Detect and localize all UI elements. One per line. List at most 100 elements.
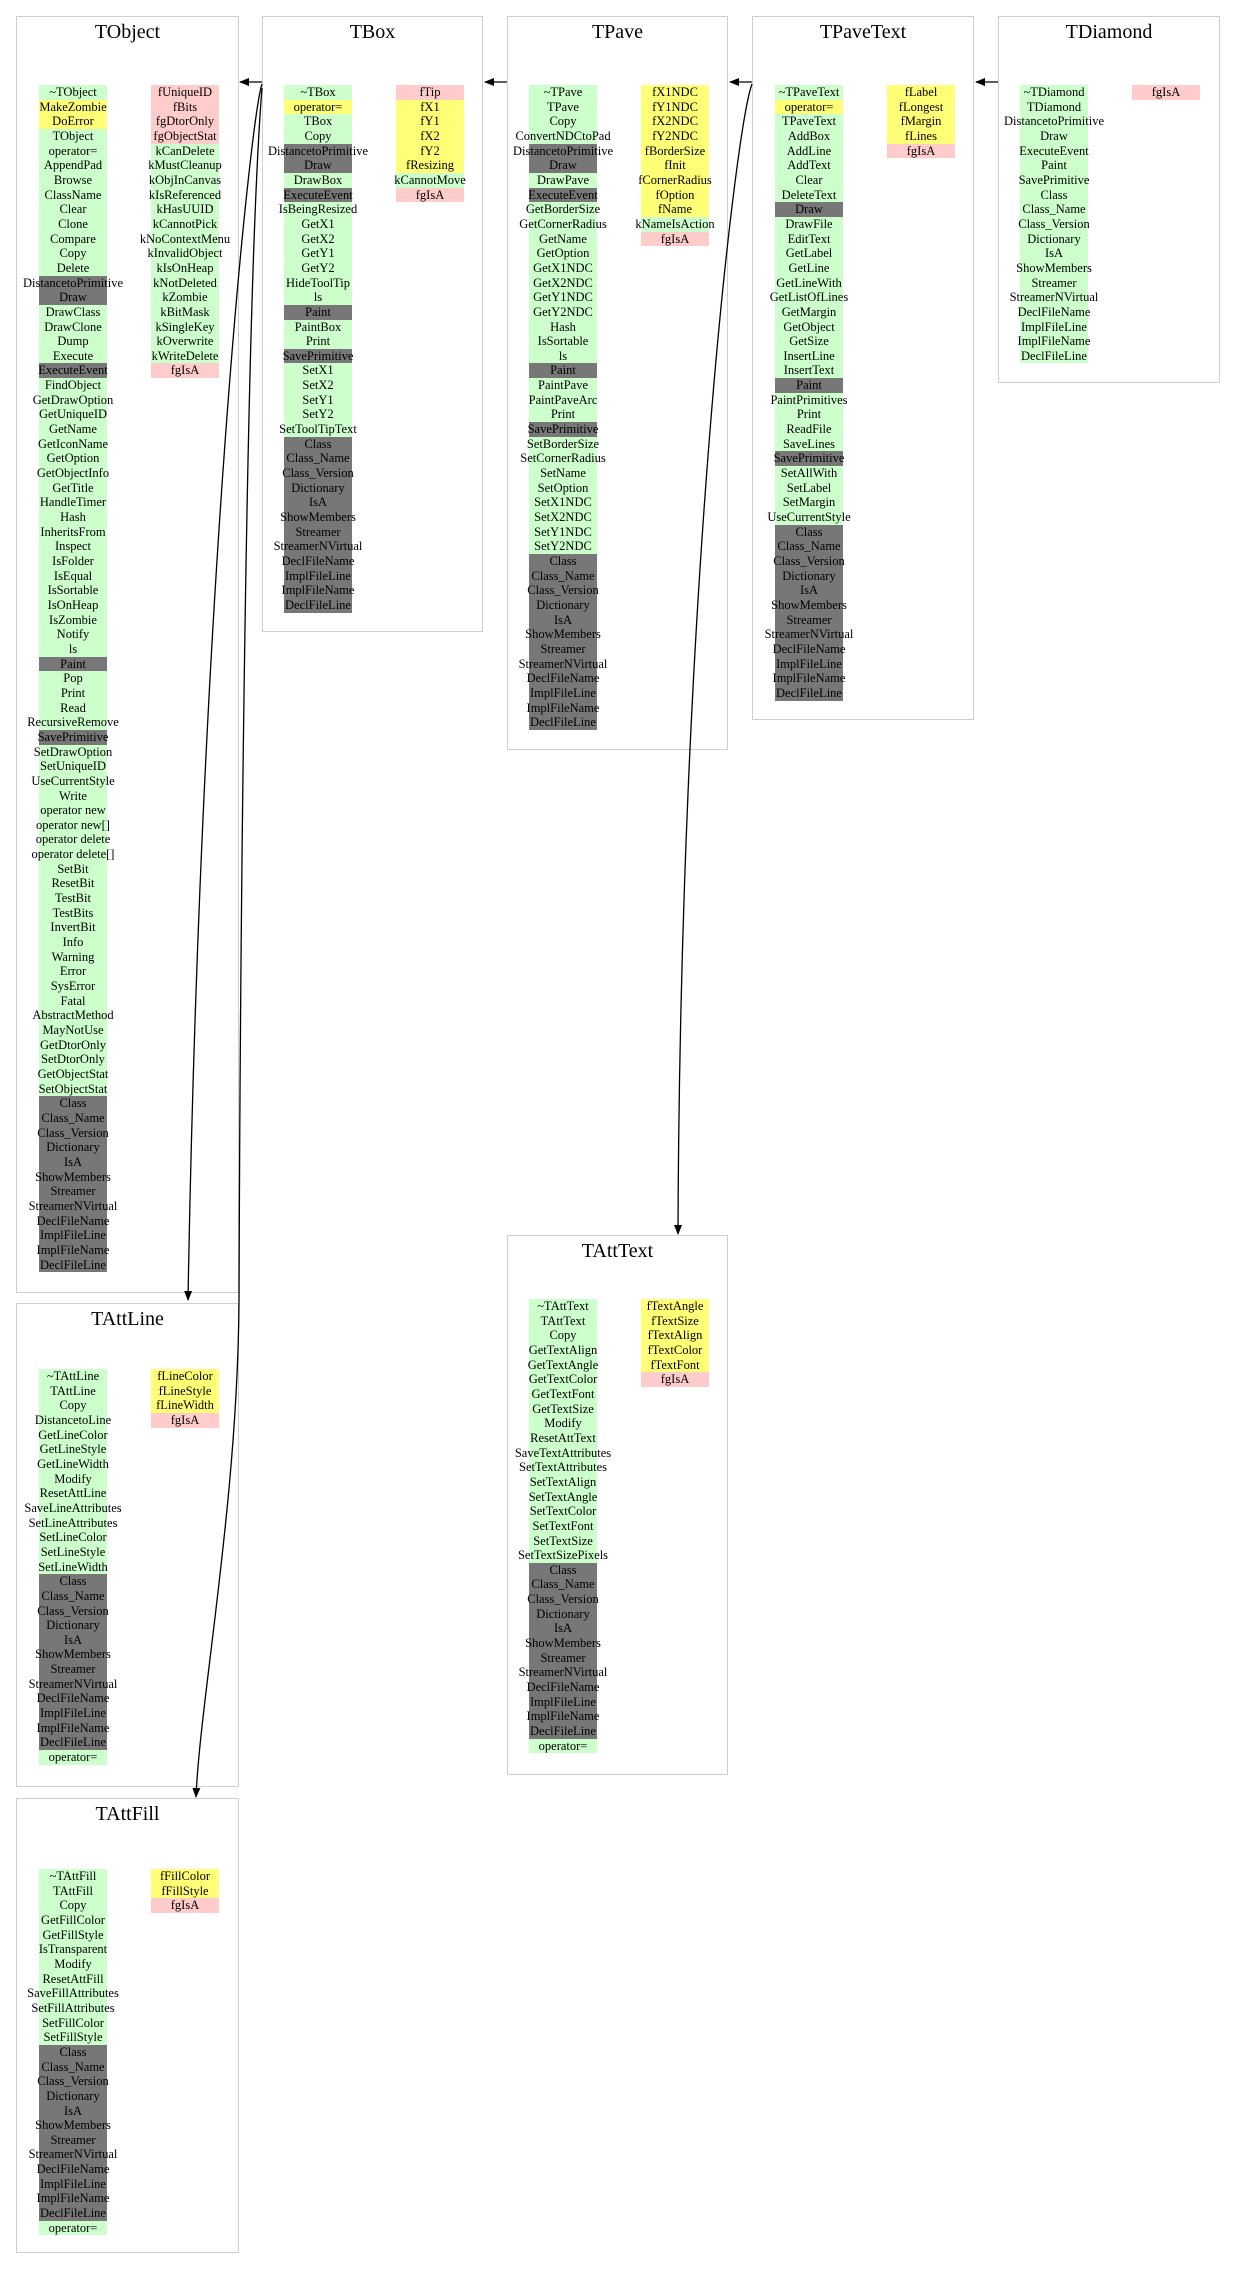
- member-label: fgIsA: [660, 231, 690, 246]
- method-item: SetTextAttributes: [519, 1460, 607, 1475]
- method-label: PaintPave: [538, 378, 588, 393]
- method-item: GetY2NDC: [529, 304, 597, 320]
- method-label: StreamerNVirtual: [28, 1676, 118, 1691]
- method-label: SaveFillAttributes: [27, 1986, 119, 2001]
- method-label: Print: [60, 685, 86, 700]
- member-item: kInvalidObject: [148, 246, 223, 261]
- method-label: AddBox: [787, 128, 831, 143]
- member-item: fgIsA: [641, 1372, 709, 1387]
- method-item: GetTextAngle: [528, 1357, 598, 1373]
- method-item: SavePrimitive: [1019, 172, 1089, 188]
- method-label: DeclFileName: [772, 641, 846, 656]
- member-label: fOption: [655, 187, 695, 202]
- method-item: ImplFileLine: [1020, 319, 1088, 335]
- member-item: fY2NDC: [641, 128, 709, 144]
- method-item: DeclFileName: [37, 1213, 109, 1229]
- member-item: fFillColor: [151, 1869, 219, 1884]
- method-label: Clone: [58, 216, 88, 231]
- method-item: GetLineColor: [38, 1427, 108, 1443]
- member-label: fTextColor: [647, 1342, 703, 1357]
- method-label: ls: [313, 290, 323, 305]
- method-label: GetDrawOption: [32, 392, 114, 407]
- method-label: Dictionary: [46, 1618, 100, 1633]
- method-label: HideToolTip: [286, 275, 350, 290]
- method-label: SysError: [50, 979, 96, 994]
- method-label: Class_Name: [1022, 202, 1086, 217]
- method-label: Class_Name: [41, 1110, 105, 1125]
- method-item: SetLineStyle: [39, 1544, 107, 1560]
- method-item: Execute: [39, 348, 107, 364]
- method-label: Class_Name: [41, 2059, 105, 2074]
- member-label: fX1: [420, 99, 440, 114]
- member-label: fLines: [905, 128, 937, 143]
- method-item: Draw: [39, 290, 107, 305]
- method-label: GetFillStyle: [42, 1927, 104, 1942]
- member-label: fX2NDC: [652, 114, 698, 129]
- method-item: Class: [775, 524, 843, 540]
- method-label: SetY2NDC: [534, 539, 592, 554]
- method-item: ~TDiamond: [1020, 85, 1088, 100]
- method-item: IsEqual: [39, 568, 107, 584]
- member-label: fCornerRadius: [638, 172, 712, 187]
- method-label: operator=: [538, 1738, 588, 1753]
- method-item: DeclFileLine: [39, 2206, 107, 2221]
- member-label: fLineColor: [157, 1369, 213, 1383]
- method-item: ExecuteEvent: [1019, 143, 1089, 159]
- method-item: Class_Name: [529, 1577, 597, 1593]
- method-label: ResetBit: [51, 876, 95, 891]
- method-item: operator delete: [36, 832, 110, 848]
- member-item: fY2: [396, 143, 464, 159]
- member-item: kSingleKey: [151, 319, 219, 335]
- method-item: ResetAttLine: [39, 1486, 107, 1501]
- method-label: Notify: [56, 627, 90, 642]
- method-item: DistancetoPrimitive: [268, 143, 368, 159]
- method-label: Delete: [56, 260, 90, 275]
- method-label: Compare: [50, 231, 96, 246]
- method-item: Inspect: [39, 539, 107, 554]
- method-item: ImplFileName: [37, 1242, 109, 1258]
- method-label: operator=: [48, 143, 98, 158]
- method-item: ShowMembers: [35, 1647, 111, 1663]
- method-label: Dictionary: [291, 480, 345, 495]
- method-item: SetTextFont: [529, 1518, 597, 1534]
- method-label: IsA: [553, 612, 573, 627]
- method-item: IsA: [284, 495, 352, 511]
- member-label: kInvalidObject: [147, 246, 223, 261]
- method-label: GetObjectStat: [37, 1066, 109, 1081]
- method-label: SaveTextAttributes: [514, 1445, 612, 1460]
- method-label: GetLineWidth: [37, 1456, 109, 1471]
- member-label: fTip: [419, 85, 441, 99]
- method-item: operator=: [39, 1750, 107, 1765]
- method-item: ShowMembers: [35, 1169, 111, 1185]
- method-item: SetLineAttributes: [29, 1515, 117, 1531]
- method-item: Paint: [284, 304, 352, 320]
- method-item: GetX1NDC: [529, 260, 597, 276]
- method-item: Hash: [39, 510, 107, 525]
- method-label: Inspect: [54, 539, 92, 554]
- method-item: Delete: [39, 260, 107, 276]
- method-label: Class_Name: [286, 451, 350, 466]
- method-label: Copy: [59, 1398, 87, 1413]
- method-item: SetTextSize: [529, 1533, 597, 1549]
- member-item: fBorderSize: [641, 143, 709, 159]
- method-item: SavePrimitive: [528, 422, 598, 437]
- method-label: ShowMembers: [280, 510, 356, 525]
- method-item: GetListOfLines: [770, 290, 848, 305]
- method-item: Class_Name: [775, 539, 843, 554]
- method-label: GetOption: [46, 451, 100, 466]
- member-label: fName: [657, 202, 692, 217]
- method-item: EditText: [775, 231, 843, 247]
- method-label: SetObjectStat: [38, 1081, 108, 1096]
- method-label: ~TPaveText: [778, 85, 840, 99]
- member-item: fUniqueID: [151, 85, 219, 100]
- member-label: fLineWidth: [156, 1398, 214, 1413]
- member-label: fgIsA: [415, 187, 445, 202]
- method-label: Dictionary: [46, 1140, 100, 1155]
- method-label: ImplFileLine: [1021, 319, 1087, 334]
- method-label: RecursiveRemove: [27, 715, 119, 730]
